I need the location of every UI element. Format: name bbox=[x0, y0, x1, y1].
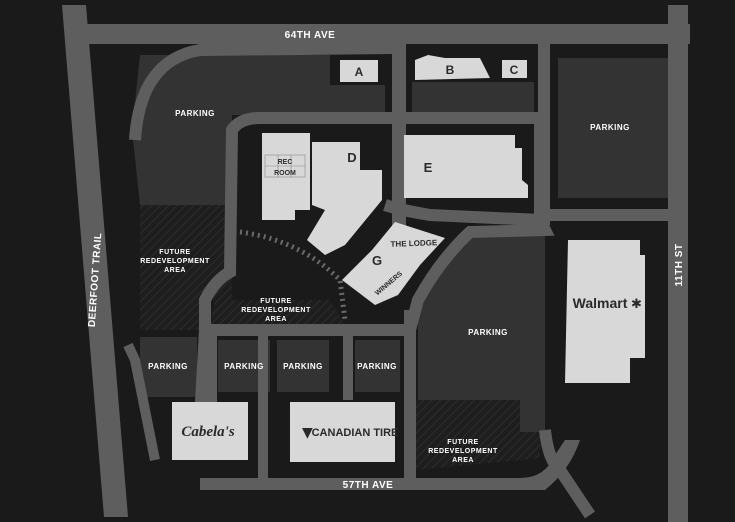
parking-label-3: PARKING bbox=[283, 362, 323, 371]
redev-center-line2: REDEVELOPMENT bbox=[241, 307, 311, 314]
road-conn-1 bbox=[207, 330, 217, 420]
road-conn-2 bbox=[258, 330, 268, 478]
redevelopment-label-center: FUTURE REDEVELOPMENT AREA bbox=[241, 298, 311, 323]
building-b bbox=[415, 55, 490, 80]
parking-lots bbox=[132, 55, 668, 432]
building-d-label: D bbox=[347, 150, 356, 165]
building-walmart bbox=[565, 240, 645, 383]
parking-lot-northwest bbox=[132, 55, 385, 205]
road-conn-3 bbox=[343, 330, 353, 400]
building-b-label: B bbox=[446, 63, 455, 77]
building-d bbox=[307, 142, 382, 255]
cabelas-logo: Cabela's bbox=[181, 424, 234, 440]
road-east-connector bbox=[538, 40, 550, 225]
rec-room-grid bbox=[264, 154, 306, 178]
redev-center-line1: FUTURE bbox=[260, 298, 291, 305]
parking-lot-northeast bbox=[558, 58, 668, 198]
redev-south-line3: AREA bbox=[452, 457, 474, 464]
building-e bbox=[404, 135, 528, 198]
building-e-label: E bbox=[424, 160, 433, 175]
building-a-label: A bbox=[355, 65, 364, 79]
road-nw-curve bbox=[129, 42, 396, 141]
walmart-spark-icon: ✱ bbox=[631, 297, 642, 312]
road-label-64th-ave: 64TH AVE bbox=[285, 30, 336, 41]
parking-lot-cabelas bbox=[140, 337, 197, 397]
building-g bbox=[342, 222, 445, 305]
building-c-label: C bbox=[510, 63, 519, 77]
redev-south-line2: REDEVELOPMENT bbox=[428, 448, 498, 455]
road-cabelas-access bbox=[123, 342, 160, 461]
redev-west-line3: AREA bbox=[164, 267, 186, 274]
walmart-logo: Walmart bbox=[573, 295, 628, 311]
building-canadian-tire bbox=[290, 402, 395, 462]
redev-west-line2: REDEVELOPMENT bbox=[140, 258, 210, 265]
road-deerfoot-trail bbox=[62, 5, 128, 517]
road-11th-st bbox=[668, 5, 688, 522]
redev-south-line1: FUTURE bbox=[447, 439, 478, 446]
parking-label-2: PARKING bbox=[224, 362, 264, 371]
canadian-tire-triangle-icon: ▼ bbox=[302, 425, 313, 441]
parking-label-northwest: PARKING bbox=[175, 109, 215, 118]
walkway-curve bbox=[239, 229, 348, 321]
roads bbox=[62, 5, 690, 522]
redevelopment-zone-south bbox=[415, 400, 540, 470]
parking-label-central: PARKING bbox=[468, 328, 508, 337]
parking-label-cabelas: PARKING bbox=[148, 362, 188, 371]
canadian-tire-logo: CANADIAN TIRE bbox=[312, 427, 399, 439]
road-diagonal-center bbox=[210, 199, 555, 336]
road-label-11th-st: 11TH ST bbox=[674, 244, 685, 287]
buildings bbox=[172, 55, 645, 462]
parking-lot-3 bbox=[277, 340, 329, 392]
road-southeast bbox=[539, 429, 595, 519]
the-lodge-label: THE LODGE bbox=[390, 238, 438, 249]
redevelopment-label-south: FUTURE REDEVELOPMENT AREA bbox=[428, 439, 498, 464]
road-label-57th-ave: 57TH AVE bbox=[343, 480, 394, 491]
road-inner-loop bbox=[194, 112, 385, 421]
parking-lot-4 bbox=[355, 340, 400, 392]
redev-west-line1: FUTURE bbox=[159, 249, 190, 256]
redevelopment-zone-center bbox=[210, 300, 345, 325]
rec-room-label-1: REC bbox=[278, 159, 293, 166]
building-a bbox=[340, 60, 378, 82]
parking-lot-north-center bbox=[412, 82, 534, 112]
building-c bbox=[502, 60, 527, 78]
parking-lot-central bbox=[418, 232, 545, 432]
building-g-label: G bbox=[372, 253, 382, 268]
rec-room-label-2: ROOM bbox=[274, 170, 296, 177]
parking-label-northeast: PARKING bbox=[590, 123, 630, 132]
building-cabelas bbox=[172, 402, 248, 460]
parking-label-4: PARKING bbox=[357, 362, 397, 371]
road-center-north bbox=[392, 24, 406, 229]
redevelopment-label-west: FUTURE REDEVELOPMENT AREA bbox=[140, 249, 210, 274]
redev-center-line3: AREA bbox=[265, 316, 287, 323]
road-64th-ave bbox=[80, 24, 690, 44]
road-57th-ave bbox=[200, 440, 580, 490]
